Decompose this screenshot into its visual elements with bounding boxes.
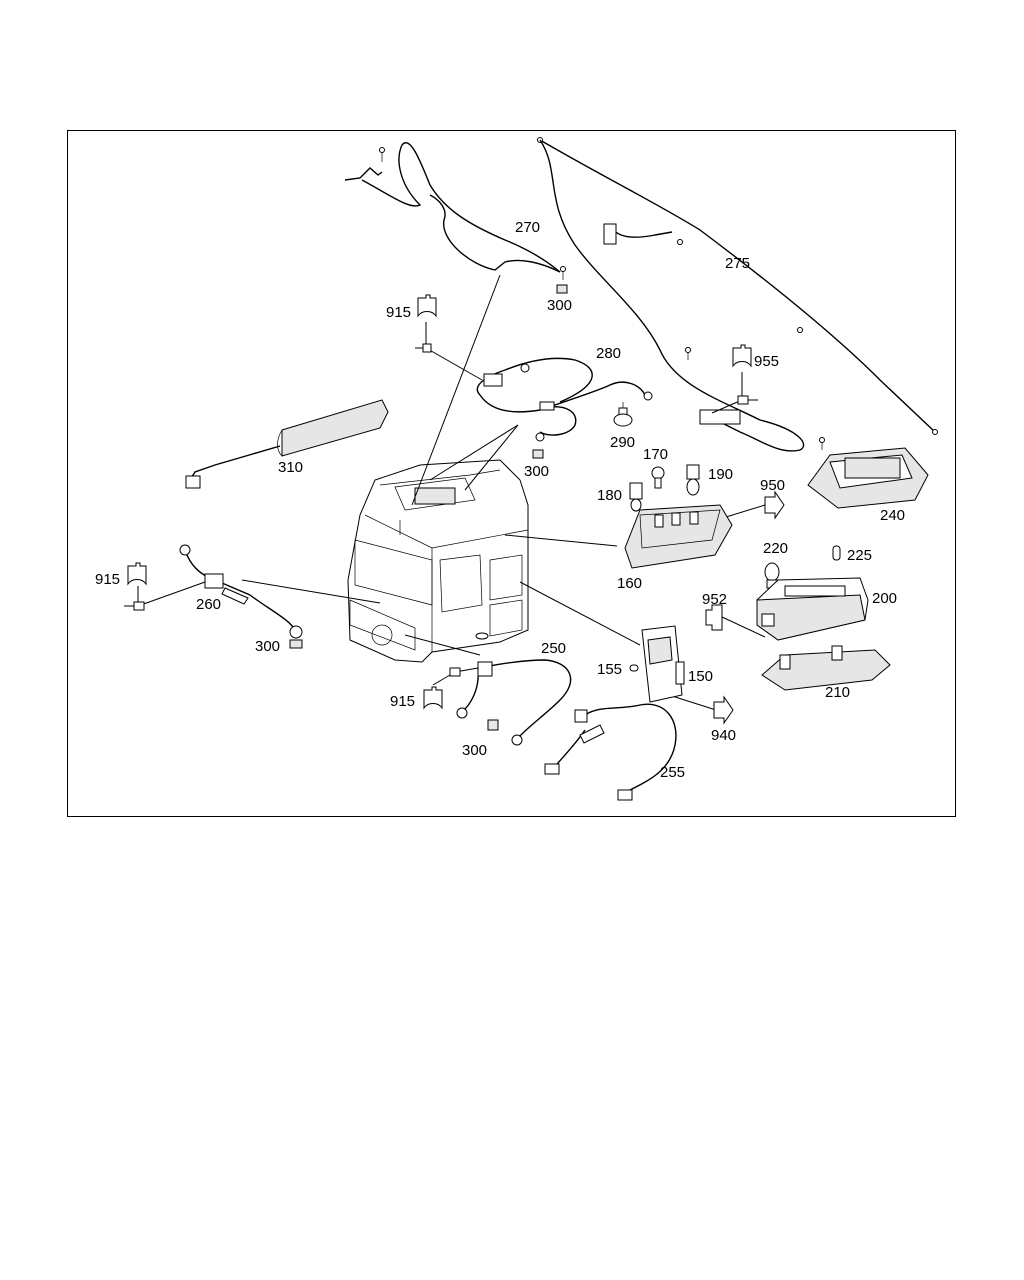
label-180: 180 — [597, 487, 622, 504]
label-240: 240 — [880, 507, 905, 524]
label-225: 225 — [847, 547, 872, 564]
label-210: 210 — [825, 684, 850, 701]
part-200 — [756, 577, 869, 641]
label-200: 200 — [872, 590, 897, 607]
label-260: 260 — [196, 596, 221, 613]
label-915-bottom: 915 — [390, 693, 415, 710]
part-310 — [185, 399, 389, 489]
connector-symbol-915-top — [415, 294, 437, 353]
part-160 — [624, 504, 733, 569]
harness-280 — [476, 357, 653, 459]
label-250: 250 — [541, 640, 566, 657]
label-280: 280 — [596, 345, 621, 362]
truck-cab — [347, 459, 529, 663]
harness-275 — [537, 137, 938, 452]
label-155: 155 — [597, 661, 622, 678]
label-300-left: 300 — [255, 638, 280, 655]
part-150 — [641, 625, 685, 703]
label-915-left: 915 — [95, 571, 120, 588]
connector-symbol-915-left — [124, 562, 147, 611]
label-170: 170 — [643, 446, 668, 463]
bulb-170 — [651, 466, 665, 489]
connector-symbol-915-bottom — [423, 667, 461, 710]
connector-symbol-952 — [705, 604, 723, 631]
label-915-top: 915 — [386, 304, 411, 321]
label-300-top: 300 — [547, 297, 572, 314]
bulb-180 — [629, 482, 643, 512]
label-310: 310 — [278, 459, 303, 476]
bulb-190 — [686, 464, 700, 496]
label-940: 940 — [711, 727, 736, 744]
label-160: 160 — [617, 575, 642, 592]
label-150: 150 — [688, 668, 713, 685]
connector-symbol-940 — [713, 695, 734, 725]
label-275: 275 — [725, 255, 750, 272]
part-labels: 270 275 300 915 280 955 290 300 310 170 … — [95, 219, 905, 781]
label-300-mid: 300 — [524, 463, 549, 480]
connector-symbol-955 — [732, 344, 758, 405]
connector-symbol-950 — [764, 490, 785, 520]
harness-270 — [344, 142, 568, 294]
bulb-225 — [832, 545, 841, 561]
label-300-bottom: 300 — [462, 742, 487, 759]
part-290 — [613, 402, 633, 427]
part-240 — [807, 447, 929, 509]
label-190: 190 — [708, 466, 733, 483]
label-270: 270 — [515, 219, 540, 236]
harness-250 — [456, 659, 572, 746]
harness-255 — [544, 703, 677, 801]
label-950: 950 — [760, 477, 785, 494]
label-255: 255 — [660, 764, 685, 781]
label-290: 290 — [610, 434, 635, 451]
part-155 — [629, 664, 639, 672]
part-210 — [761, 645, 891, 691]
bulb-220 — [764, 562, 780, 589]
diagram-frame — [67, 130, 956, 817]
label-220: 220 — [763, 540, 788, 557]
label-952: 952 — [702, 591, 727, 608]
label-955: 955 — [754, 353, 779, 370]
harness-260 — [179, 544, 303, 649]
